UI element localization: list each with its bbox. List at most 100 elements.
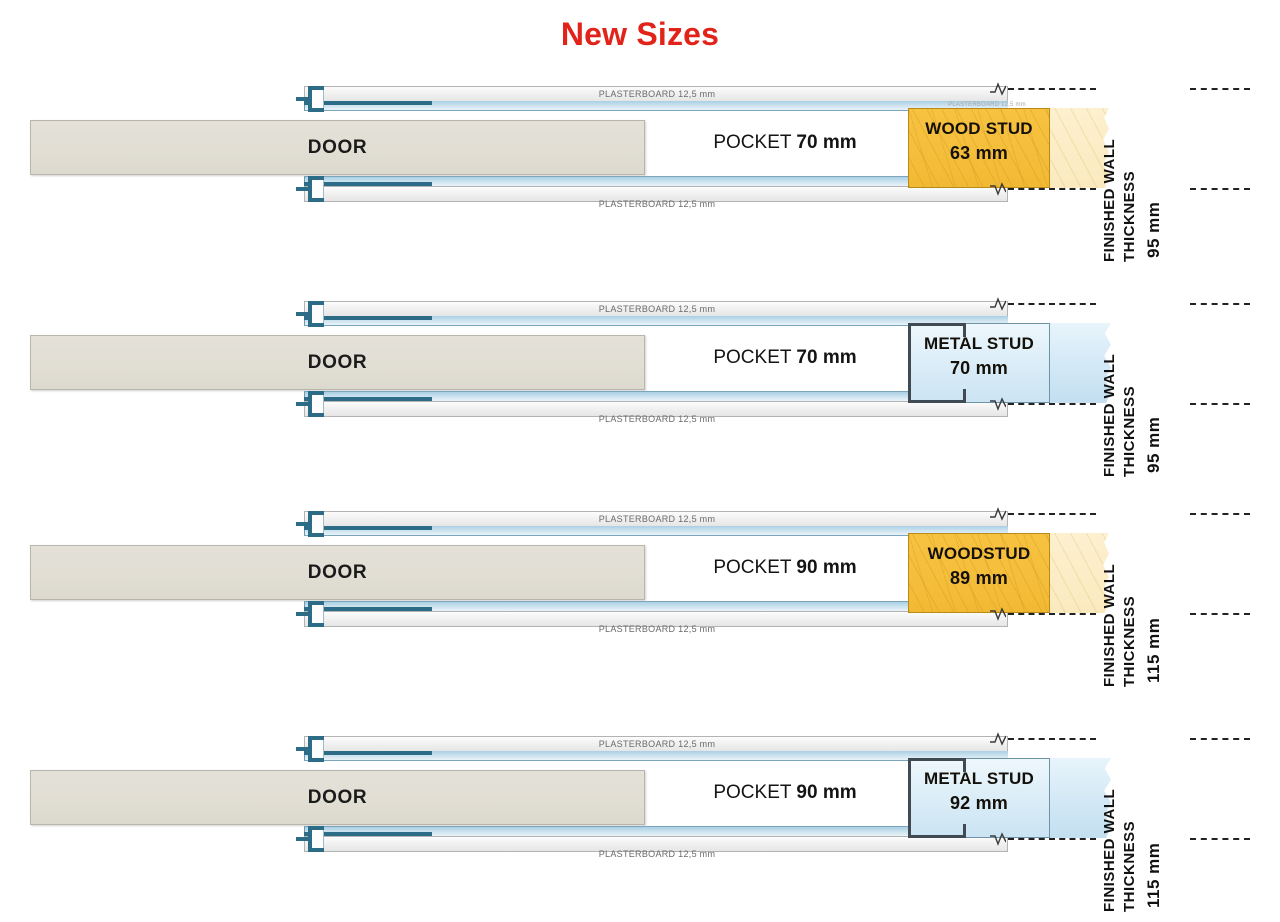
finished-wall-label: FINISHED WALL — [1101, 563, 1118, 687]
pocket-name: POCKET — [713, 557, 792, 578]
wall-thickness-annotation: FINISHED WALL THICKNESS 95 mm — [1101, 72, 1280, 272]
finished-wall-label: FINISHED WALL — [1101, 788, 1118, 912]
plasterboard-rail-bottom: PLASTERBOARD 12,5 mm — [296, 601, 1008, 634]
pocket-value: 70 mm — [796, 132, 857, 153]
stud-label: METAL STUD 92 mm — [900, 768, 1058, 816]
page-title: New Sizes — [560, 16, 720, 52]
track-accent — [304, 751, 432, 755]
plasterboard-band: PLASTERBOARD 12,5 mm — [304, 86, 1008, 102]
dimension-tick-bottom — [1190, 403, 1250, 405]
plasterboard-label: PLASTERBOARD 12,5 mm — [598, 624, 716, 634]
cavity-band — [304, 601, 1008, 611]
door-label: DOOR — [307, 561, 368, 583]
dimension-line-bottom — [1008, 188, 1096, 190]
cavity-band — [304, 316, 1008, 326]
wall-thickness-annotation: FINISHED WALL THICKNESS 115 mm — [1101, 497, 1280, 697]
finished-wall-label: FINISHED WALL — [1101, 353, 1118, 477]
wood-stud-block — [908, 533, 1050, 613]
stud-value: 89 mm — [949, 567, 1009, 588]
plasterboard-band: PLASTERBOARD 12,5 mm — [304, 836, 1008, 859]
track-endcap-icon — [296, 176, 326, 202]
wall-thickness-value: 115 mm — [1144, 842, 1163, 908]
pocket-value: 90 mm — [796, 557, 857, 578]
cavity-band — [304, 826, 1008, 836]
plasterboard-rail-top: PLASTERBOARD 12,5 mm — [296, 736, 1008, 762]
dimension-line-top — [1008, 303, 1096, 305]
break-symbol-icon — [990, 182, 1006, 196]
dimension-tick-top — [1190, 738, 1250, 740]
pocket-value: 70 mm — [796, 347, 857, 368]
metal-stud-continuation — [1049, 758, 1111, 838]
wood-stud-block — [908, 108, 1050, 188]
dimension-tick-bottom — [1190, 838, 1250, 840]
track-accent — [304, 397, 432, 401]
pocket-label: POCKET 70 mm — [660, 347, 910, 369]
pocket-value: 90 mm — [796, 782, 857, 803]
plasterboard-label: PLASTERBOARD 12,5 mm — [598, 849, 716, 859]
break-symbol-icon — [990, 507, 1006, 521]
break-symbol-icon — [990, 82, 1006, 96]
stud-label: WOODSTUD 89 mm — [900, 543, 1058, 591]
stud-label: WOOD STUD 63 mm — [900, 118, 1058, 166]
plasterboard-label: PLASTERBOARD 12,5 mm — [598, 89, 716, 99]
wood-stud-continuation — [1049, 108, 1109, 188]
plasterboard-rail-top: PLASTERBOARD 12,5 mm — [296, 301, 1008, 327]
pocket-name: POCKET — [713, 132, 792, 153]
break-symbol-icon — [990, 297, 1006, 311]
track-endcap-icon — [296, 301, 326, 327]
wall-thickness-annotation: FINISHED WALL THICKNESS 95 mm — [1101, 287, 1280, 487]
dimension-tick-top — [1190, 303, 1250, 305]
diagram-row-metal-90: DOOR POCKET 90 mm PLASTERBOARD 12,5 mm P… — [0, 722, 1280, 922]
stud-value: 70 mm — [949, 357, 1009, 378]
track-endcap-icon — [296, 86, 326, 112]
pocket-label: POCKET 90 mm — [660, 782, 910, 804]
plasterboard-rail-bottom: PLASTERBOARD 12,5 mm — [296, 826, 1008, 859]
dimension-line-top — [1008, 88, 1096, 90]
dimension-tick-bottom — [1190, 613, 1250, 615]
pocket-name: POCKET — [713, 347, 792, 368]
plasterboard-band: PLASTERBOARD 12,5 mm — [304, 401, 1008, 424]
plasterboard-band: PLASTERBOARD 12,5 mm — [304, 186, 1008, 209]
track-endcap-icon — [296, 601, 326, 627]
plasterboard-label: PLASTERBOARD 12,5 mm — [598, 514, 716, 524]
c-channel-profile-icon — [908, 758, 966, 838]
plasterboard-band: PLASTERBOARD 12,5 mm — [304, 301, 1008, 317]
plasterboard-label-small: PLASTERBOARD 12,5 mm — [948, 102, 1026, 108]
diagram-row-metal-70: DOOR POCKET 70 mm PLASTERBOARD 12,5 mm P… — [0, 287, 1280, 487]
track-endcap-icon — [296, 736, 326, 762]
stud-name: METAL STUD — [924, 769, 1034, 788]
wall-thickness-value: 115 mm — [1144, 617, 1163, 683]
plasterboard-band: PLASTERBOARD 12,5 mm — [304, 611, 1008, 634]
track-accent — [304, 101, 432, 105]
plasterboard-band: PLASTERBOARD 12,5 mm — [304, 511, 1008, 527]
metal-stud-block — [908, 758, 1050, 838]
door-label: DOOR — [307, 351, 368, 373]
finished-wall-label: FINISHED WALL — [1101, 138, 1118, 262]
break-symbol-icon — [990, 732, 1006, 746]
wall-thickness-value: 95 mm — [1144, 416, 1163, 473]
door-label: DOOR — [307, 136, 368, 158]
track-accent — [304, 832, 432, 836]
track-accent — [304, 182, 432, 186]
cavity-band — [304, 391, 1008, 401]
plasterboard-rail-top: PLASTERBOARD 12,5 mm — [296, 86, 1008, 112]
dimension-line-bottom — [1008, 403, 1096, 405]
pocket-label: POCKET 70 mm — [660, 132, 910, 154]
wall-thickness-annotation: FINISHED WALL THICKNESS 115 mm — [1101, 722, 1280, 922]
thickness-label: THICKNESS — [1121, 820, 1138, 912]
cavity-band — [304, 751, 1008, 761]
track-endcap-icon — [296, 511, 326, 537]
plasterboard-band: PLASTERBOARD 12,5 mm — [304, 736, 1008, 752]
stud-value: 63 mm — [949, 142, 1009, 163]
c-channel-profile-icon — [908, 323, 966, 403]
break-symbol-icon — [990, 607, 1006, 621]
break-symbol-icon — [990, 832, 1006, 846]
wood-stud-continuation — [1049, 533, 1109, 613]
metal-stud-block — [908, 323, 1050, 403]
pocket-name: POCKET — [713, 782, 792, 803]
stud-name: METAL STUD — [924, 334, 1034, 353]
door-panel: DOOR — [30, 770, 645, 825]
cavity-band — [304, 526, 1008, 536]
diagram-row-wood-90: DOOR POCKET 90 mm PLASTERBOARD 12,5 mm P… — [0, 497, 1280, 697]
door-panel: DOOR — [30, 120, 645, 175]
